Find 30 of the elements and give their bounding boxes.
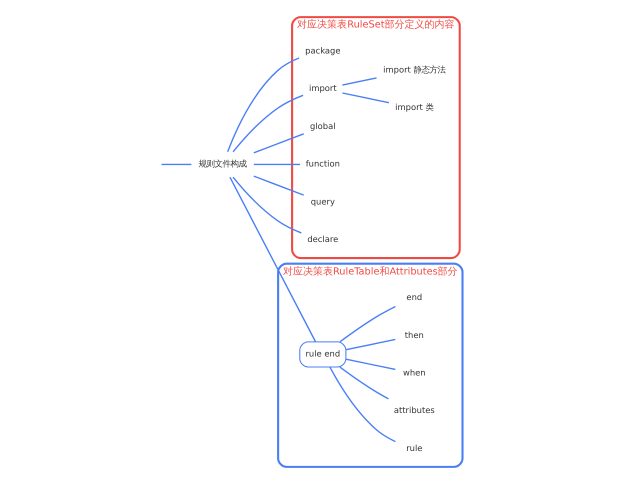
node-text: when [403,367,426,378]
connector [232,94,304,152]
connector [254,133,304,154]
node-text: end [406,292,422,302]
connector [329,366,396,442]
node-text: query [310,196,335,206]
node-text: package [305,46,341,56]
node-text: rule [406,442,422,453]
node-text: global [310,120,336,131]
node-text: declare [307,234,338,244]
node-box: rule end [299,341,346,368]
connector [227,57,300,152]
connector [254,164,300,166]
node-text: function [306,158,340,169]
node-text: import 类 [395,102,434,112]
node-text: then [404,330,424,340]
connector [232,176,302,234]
connector [342,77,377,86]
connector [346,338,396,350]
connector [162,164,192,166]
connector [340,306,396,342]
connector [342,92,390,104]
connector [346,358,396,370]
node-text: 规则文件构成 [198,158,247,169]
connector [229,176,316,342]
connector [254,175,304,196]
node-text: import [308,83,337,94]
connector [340,366,389,400]
node-text: import 静态方法 [383,64,446,74]
node-text: attributes [394,405,435,416]
